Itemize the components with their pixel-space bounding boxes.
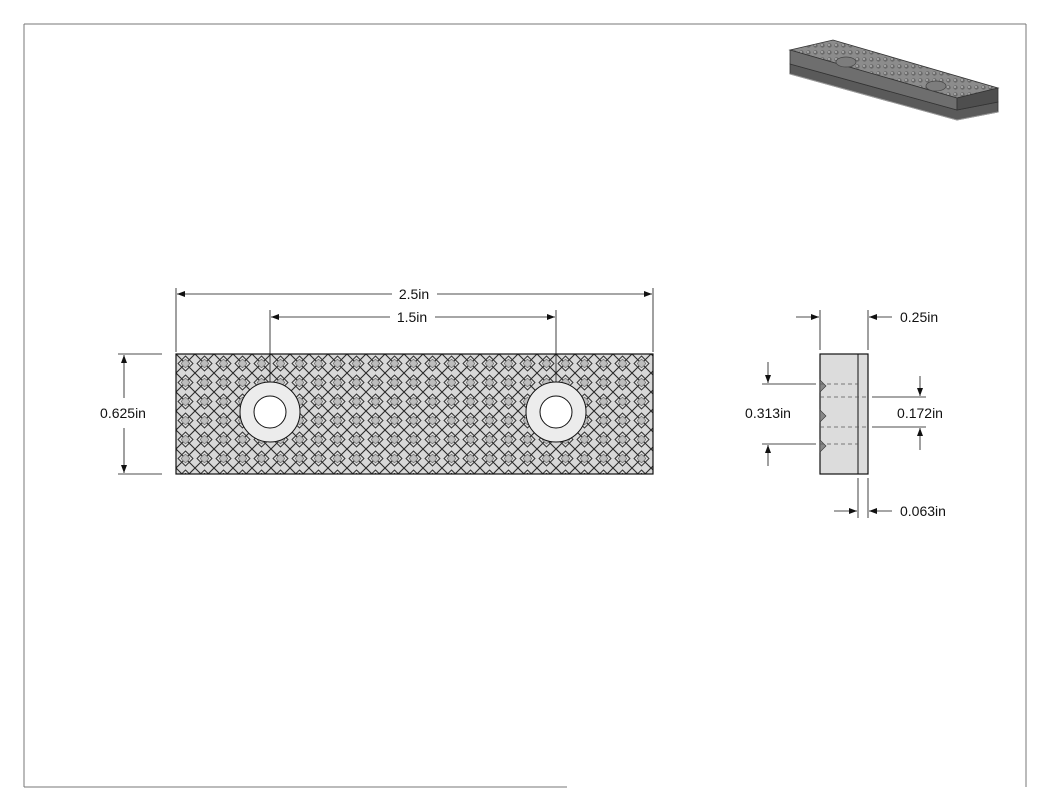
- dim-hole-depth: 0.313in: [745, 362, 816, 466]
- dim-hole-diameter: 0.172in: [872, 376, 943, 450]
- hole-left: [239, 381, 301, 443]
- side-teeth: [819, 379, 827, 453]
- iso-hole-right: [925, 80, 947, 92]
- dim-hole-spacing-label: 1.5in: [397, 309, 427, 325]
- dim-hole-spacing: 1.5in: [269, 309, 557, 382]
- hole-right: [525, 381, 587, 443]
- dim-thickness-label: 0.25in: [900, 309, 938, 325]
- dim-height: 0.625in: [100, 353, 162, 475]
- sheet-border: [23, 23, 1027, 788]
- iso-hole-left: [835, 56, 857, 68]
- side-view-body: [819, 353, 869, 475]
- isometric-view: [788, 39, 1000, 121]
- dim-height-label: 0.625in: [100, 405, 146, 421]
- front-view: 2.5in 1.5in 0.625in: [100, 286, 654, 475]
- iso-end-face: [956, 87, 999, 111]
- dim-overall-width: 2.5in: [175, 286, 654, 352]
- side-view: 0.25in 0.313in 0.172in 0.063in: [745, 309, 946, 519]
- dim-hole-diameter-label: 0.172in: [897, 405, 943, 421]
- dim-base-layer: 0.063in: [834, 478, 946, 519]
- dim-thickness: 0.25in: [796, 309, 938, 350]
- dim-base-layer-label: 0.063in: [900, 503, 946, 519]
- dim-overall-width-label: 2.5in: [399, 286, 429, 302]
- side-hidden-lines: [820, 383, 868, 445]
- dim-hole-depth-label: 0.313in: [745, 405, 791, 421]
